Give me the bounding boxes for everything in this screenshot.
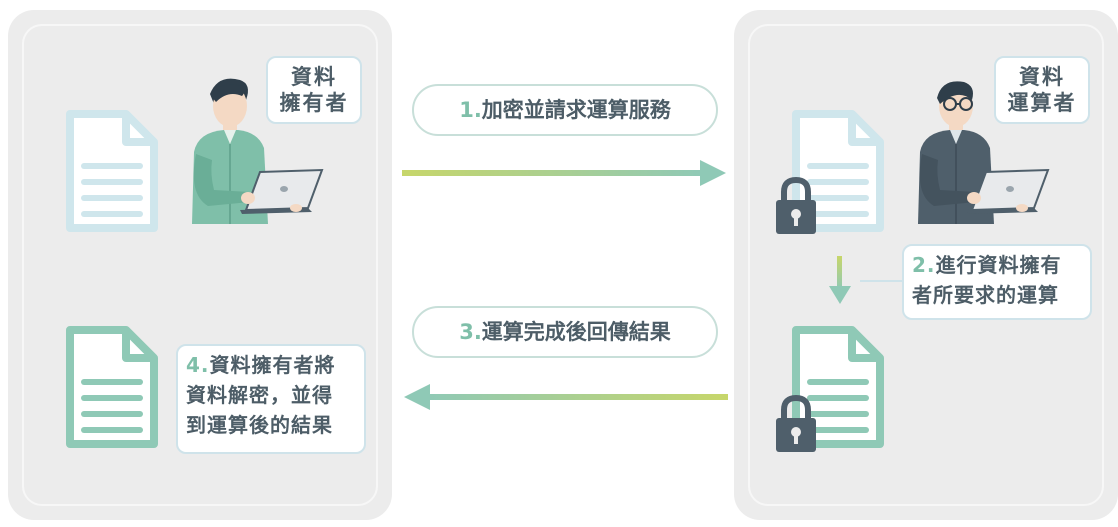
lock-icon [776, 394, 816, 452]
step2-line1: 2.進行資料擁有 [912, 250, 1082, 280]
data-computer-person-icon [918, 81, 1050, 224]
step4-label: 4.資料擁有者將 資料解密，並得 到運算後的結果 [176, 344, 366, 454]
step1-text: 加密並請求運算服務 [481, 98, 671, 122]
owner-label-line1: 資料 [291, 65, 337, 89]
step4-line3: 到運算後的結果 [186, 413, 333, 437]
panel-inner-border [748, 24, 1104, 506]
arrow-left [404, 384, 728, 410]
step4-line1: 4.資料擁有者將 [186, 350, 356, 380]
step2-number: 2. [912, 253, 936, 277]
document-icon [66, 110, 158, 232]
computer-label-line1: 資料 [1019, 65, 1065, 89]
step2-line2: 者所要求的運算 [912, 283, 1059, 307]
arrow-down [829, 256, 851, 304]
step1-number: 1. [459, 98, 482, 122]
step4-line2: 資料解密，並得 [186, 383, 333, 407]
lock-icon [776, 176, 816, 234]
connector-line [860, 280, 902, 282]
owner-label-line2: 擁有者 [279, 91, 349, 115]
step3-label: 3.運算完成後回傳結果 [412, 306, 718, 358]
step2-line1-text: 進行資料擁有 [935, 253, 1062, 277]
step3-number: 3. [459, 320, 482, 344]
step4-number: 4. [186, 353, 210, 377]
data-owner-label: 資料 擁有者 [266, 56, 362, 124]
document-icon [66, 326, 158, 448]
data-owner-person-icon [192, 78, 324, 224]
document-icon [792, 110, 884, 232]
step4-line1-text: 資料擁有者將 [209, 353, 336, 377]
step2-label: 2.進行資料擁有 者所要求的運算 [902, 244, 1092, 320]
panel-inner-border [22, 24, 378, 506]
data-computer-label: 資料 運算者 [994, 56, 1090, 124]
step3-text: 運算完成後回傳結果 [481, 320, 671, 344]
computer-label-line2: 運算者 [1007, 91, 1077, 115]
arrow-right [402, 160, 726, 186]
step1-label: 1.加密並請求運算服務 [412, 84, 718, 136]
